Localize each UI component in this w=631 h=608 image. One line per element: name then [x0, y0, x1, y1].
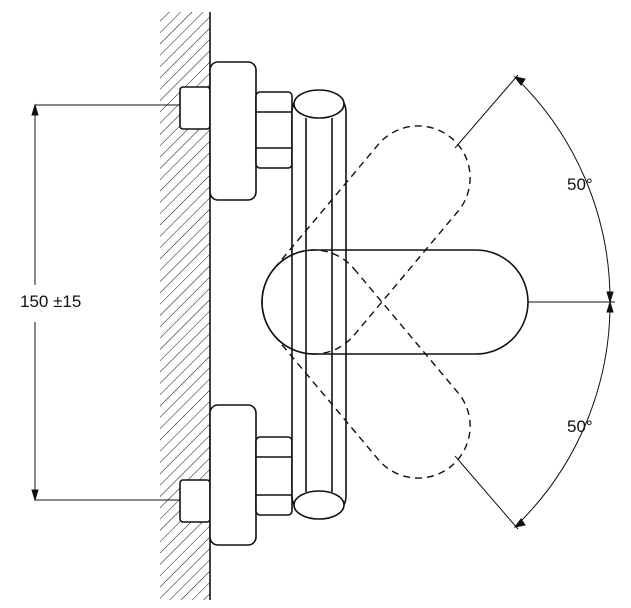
- mixer-body: [291, 89, 347, 520]
- dimension-150: [31, 103, 180, 502]
- angle-dimension: [454, 74, 615, 530]
- dimension-label: 150 ±15: [20, 292, 82, 311]
- bottom-eccentric-mount: [179, 404, 293, 546]
- mixer-handle: [261, 249, 529, 355]
- angle-lower-label: 50°: [567, 417, 593, 436]
- top-eccentric-mount: [179, 61, 293, 201]
- angle-upper-label: 50°: [567, 175, 593, 194]
